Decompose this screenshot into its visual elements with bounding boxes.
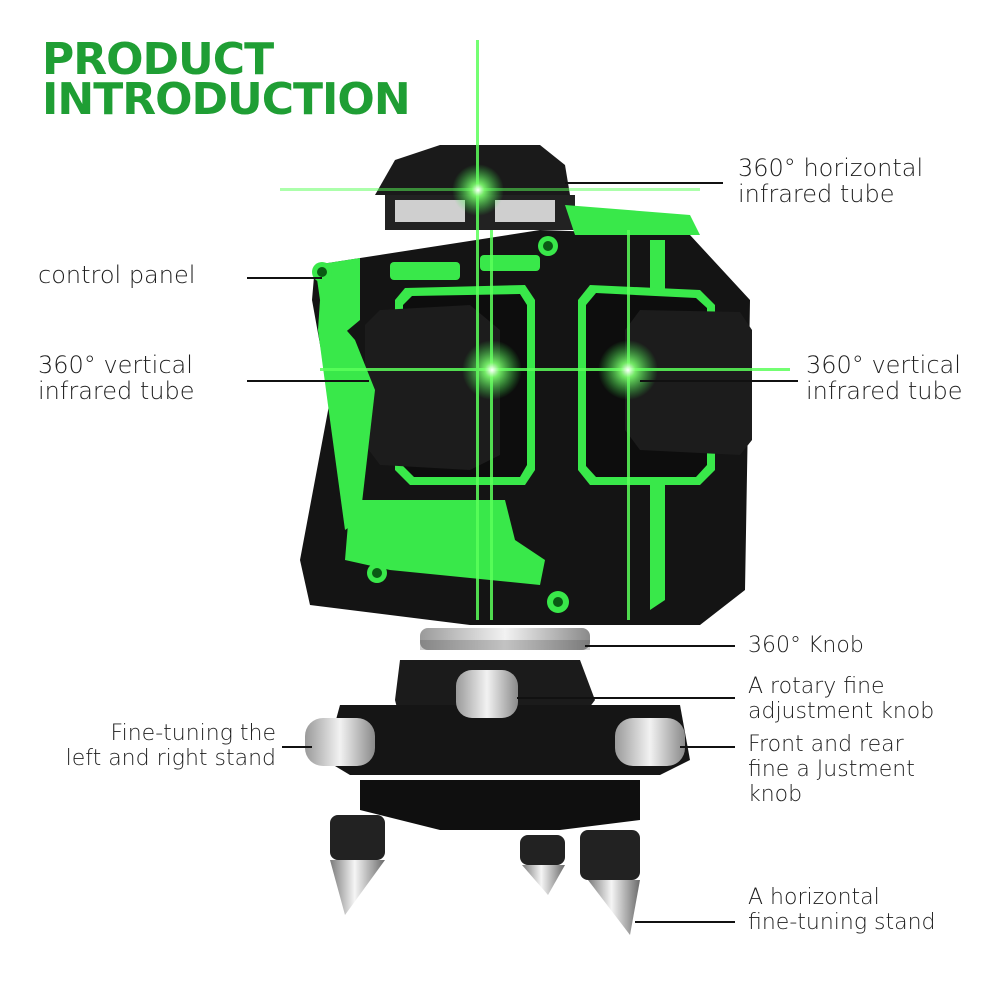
tripod-base — [305, 660, 690, 935]
callout-text: A horizontal — [748, 885, 880, 910]
callout-text: fine-tuning stand — [748, 910, 936, 935]
leader-line-left-right-stand — [282, 746, 312, 748]
callout-text: infrared tube — [738, 180, 895, 208]
title-line-2: INTRODUCTION — [42, 74, 411, 125]
callout-text: Fine-tuning the — [110, 721, 276, 746]
callout-text: infrared tube — [806, 377, 963, 405]
callout-text: 360° horizontal — [738, 154, 924, 182]
callout-horizontal-stand: A horizontal fine-tuning stand — [748, 885, 936, 935]
callout-control-panel: control panel — [38, 262, 195, 288]
callout-text: 360° vertical — [806, 351, 961, 379]
callout-vertical-tube-right: 360° vertical infrared tube — [806, 352, 963, 404]
callout-front-rear-knob: Front and rear fine a Justment knob — [748, 732, 915, 807]
callout-text: 360° vertical — [38, 351, 193, 379]
title-line-1: PRODUCT — [42, 34, 274, 85]
leader-line-rotary-fine-knob — [517, 697, 735, 699]
leader-line-knob-360 — [585, 645, 735, 647]
leader-line-front-rear-knob — [680, 746, 735, 748]
callout-left-right-stand: Fine-tuning the left and right stand — [18, 721, 276, 771]
callout-horizontal-tube: 360° horizontal infrared tube — [738, 155, 923, 207]
callout-text: control panel — [38, 261, 196, 289]
knob-ring-360 — [420, 628, 590, 650]
laser-glow-points — [452, 164, 658, 400]
callout-text: infrared tube — [38, 377, 195, 405]
callout-text: adjustment knob — [748, 699, 935, 724]
leader-line-vertical-tube-left — [247, 380, 369, 382]
callout-text: Front and rear — [748, 732, 904, 757]
callout-text: knob — [748, 782, 803, 807]
callout-text: left and right stand — [65, 746, 276, 771]
callout-text: 360° Knob — [748, 633, 864, 658]
callout-text: A rotary fine — [748, 674, 885, 699]
callout-vertical-tube-left: 360° vertical infrared tube — [38, 352, 195, 404]
callout-text: fine a Justment — [748, 757, 915, 782]
main-body — [300, 205, 752, 625]
page-title: PRODUCT INTRODUCTION — [42, 34, 411, 125]
callout-rotary-fine-knob: A rotary fine adjustment knob — [748, 674, 934, 724]
leader-line-vertical-tube-right — [640, 380, 798, 382]
leader-line-horizontal-tube — [565, 182, 723, 184]
callout-knob-360: 360° Knob — [748, 633, 864, 658]
leader-line-horizontal-stand — [635, 921, 735, 923]
leader-line-control-panel — [247, 277, 322, 279]
